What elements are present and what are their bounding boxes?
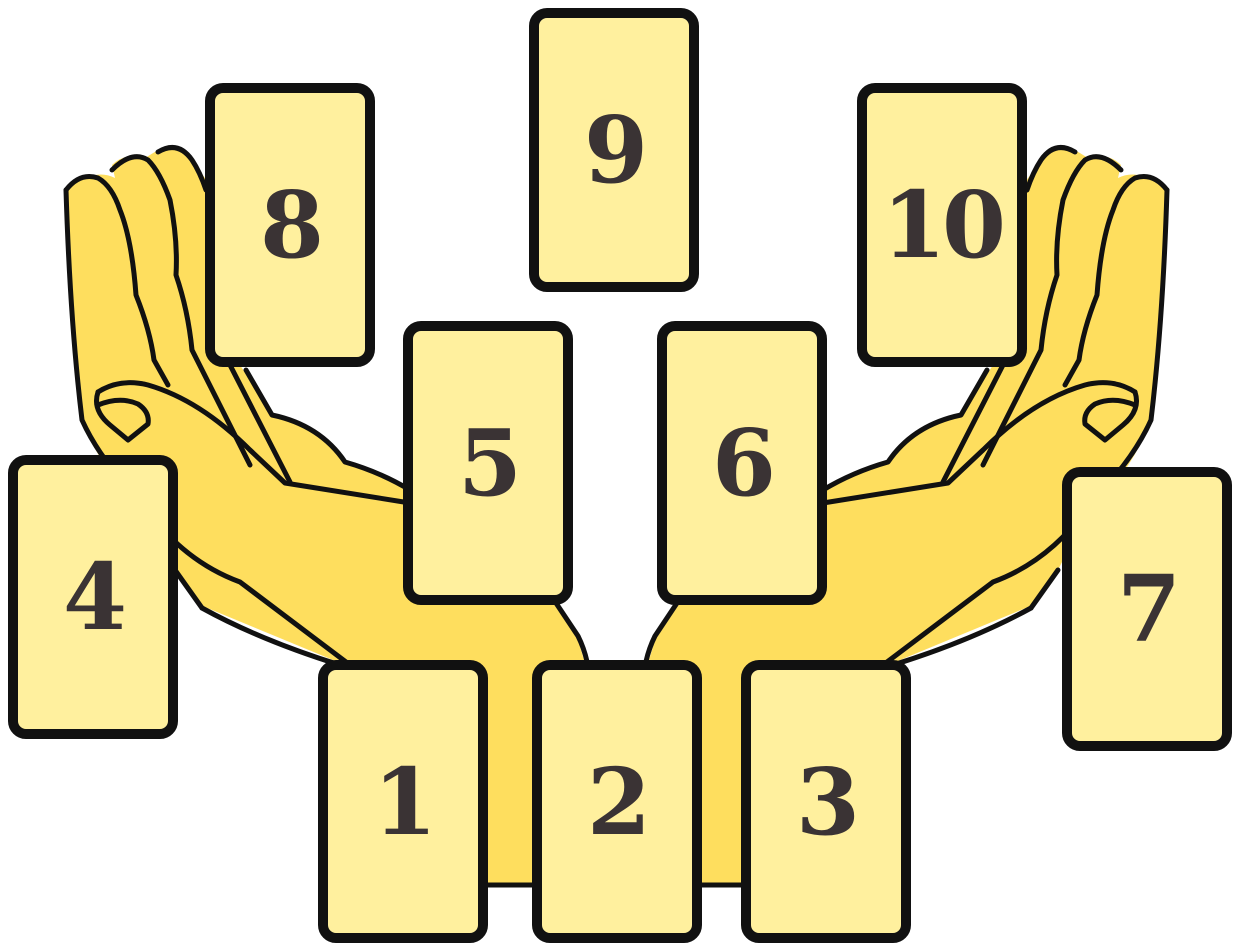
card-number: 1 xyxy=(373,756,433,848)
card-8: 8 xyxy=(205,83,375,367)
card-7: 7 xyxy=(1062,467,1232,751)
card-number: 2 xyxy=(587,756,647,848)
card-number: 3 xyxy=(796,756,856,848)
card-3: 3 xyxy=(741,660,911,943)
card-4: 4 xyxy=(8,455,178,739)
card-6: 6 xyxy=(657,321,827,605)
card-number: 8 xyxy=(260,179,320,271)
card-2: 2 xyxy=(532,660,702,943)
card-number: 7 xyxy=(1117,563,1177,655)
card-5: 5 xyxy=(403,321,573,605)
card-number: 9 xyxy=(584,104,644,196)
card-1: 1 xyxy=(318,660,488,943)
card-10: 10 xyxy=(857,83,1027,367)
card-9: 9 xyxy=(529,8,699,292)
card-number: 10 xyxy=(882,179,1002,271)
card-number: 5 xyxy=(458,417,518,509)
card-number: 4 xyxy=(63,551,123,643)
card-number: 6 xyxy=(712,417,772,509)
